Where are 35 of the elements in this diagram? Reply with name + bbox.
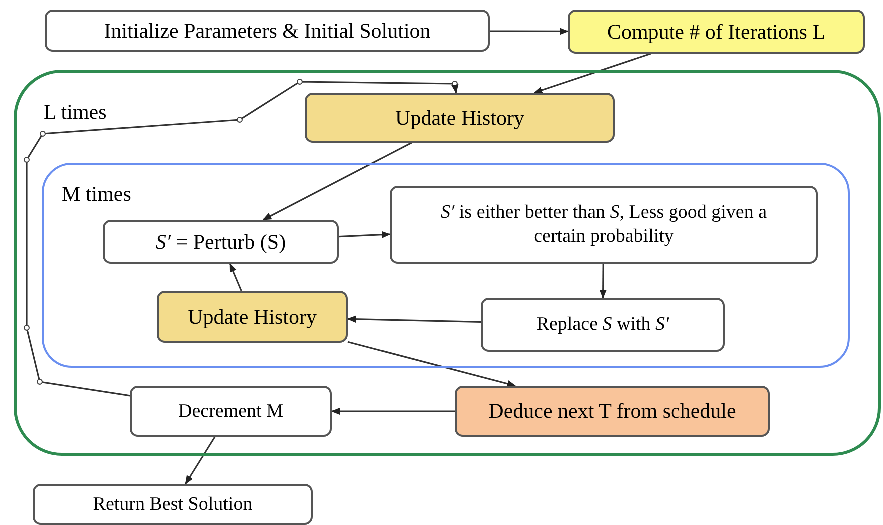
arrow <box>348 341 516 388</box>
process-box <box>390 186 818 264</box>
process-box <box>455 386 770 437</box>
process-box <box>130 386 332 437</box>
node-text: Initialize Parameters & Initial Solution <box>104 18 431 44</box>
arrow <box>185 436 216 485</box>
process-box <box>45 10 490 52</box>
node-text: Update History <box>396 104 524 132</box>
loop-label: L times <box>44 99 107 126</box>
arrow <box>331 408 455 416</box>
process-box <box>157 291 348 343</box>
arrow <box>24 79 459 397</box>
node-text: Replace S with S′ <box>536 313 670 337</box>
node-text: Update History <box>188 304 317 330</box>
arrow <box>534 53 652 94</box>
arrow <box>347 316 482 323</box>
arrow <box>490 28 569 36</box>
process-box <box>103 220 339 264</box>
arrow <box>600 264 607 299</box>
loop-container <box>42 163 850 368</box>
arrow <box>229 263 242 292</box>
node-text: S′ = Perturb (S) <box>156 228 286 256</box>
node-text: Decrement M <box>178 400 284 424</box>
loop-container <box>14 70 881 456</box>
loop-label: M times <box>62 181 132 208</box>
terminal-box <box>33 484 313 525</box>
node-text: Return Best Solution <box>93 492 253 516</box>
process-box <box>305 93 615 143</box>
node-text: S′ is either better than S, Less good given a certain probability <box>440 201 768 249</box>
process-box <box>568 10 865 54</box>
node-text: Deduce next T from schedule <box>488 398 736 425</box>
arrow <box>338 231 391 238</box>
node-text: Compute # of Iterations L <box>607 18 826 46</box>
process-box <box>481 298 725 352</box>
arrow <box>262 142 412 221</box>
